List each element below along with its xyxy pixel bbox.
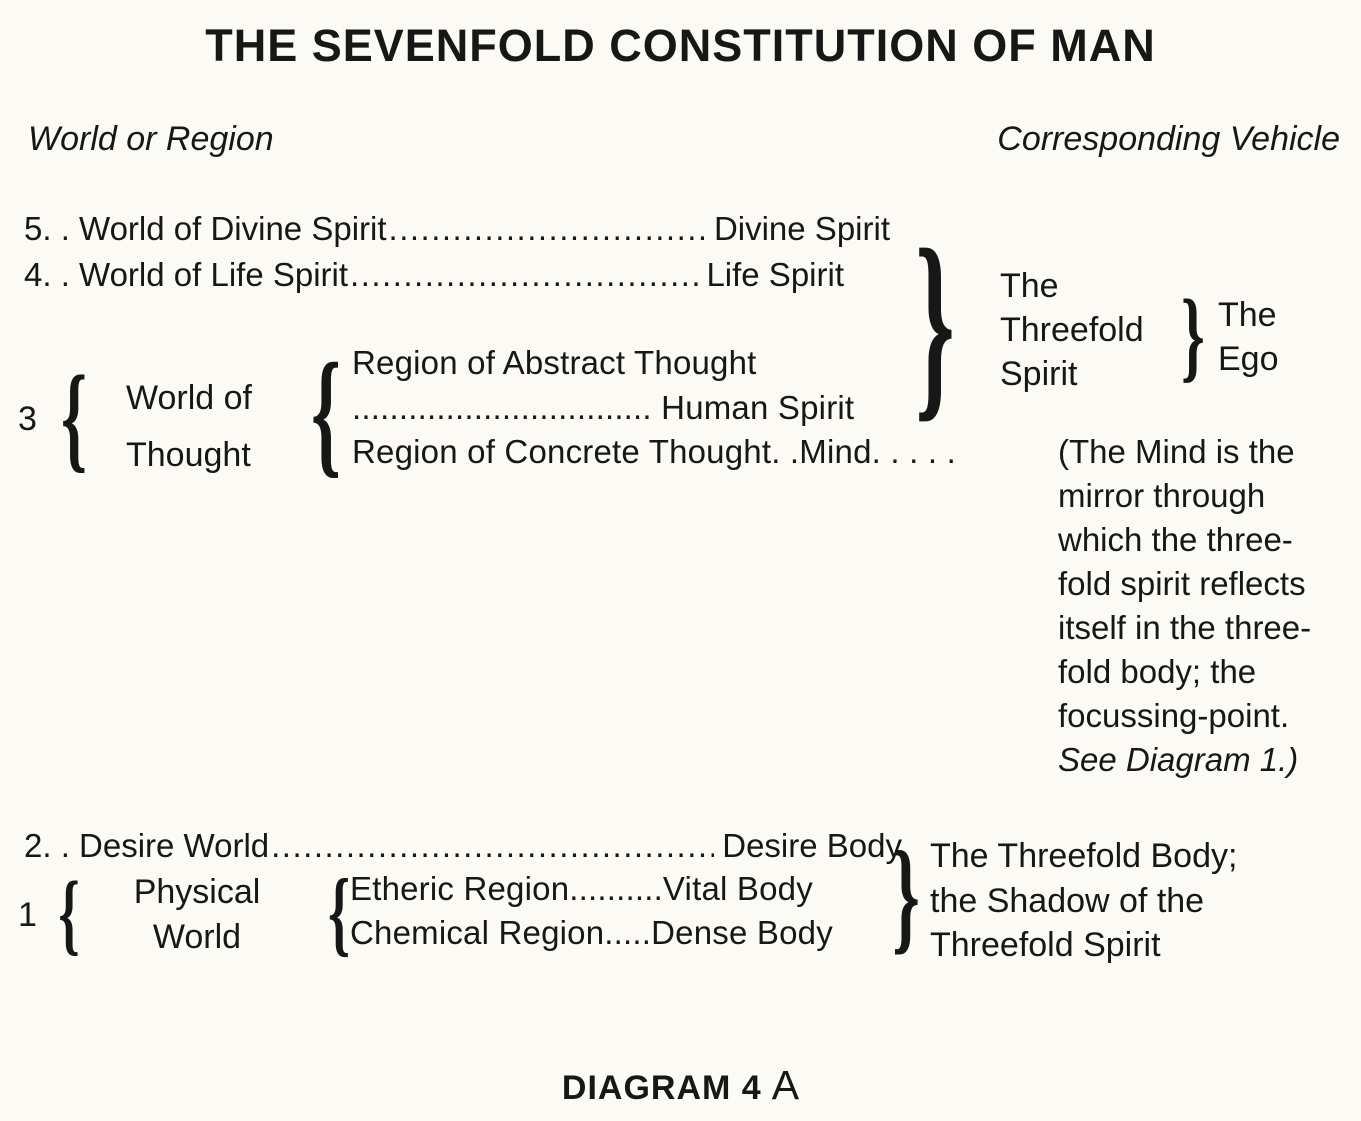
threefold-spirit-brace: } <box>903 213 967 435</box>
left-brace-icon: { <box>60 352 87 484</box>
mind-annotation-text: (The Mind is the mirror through which th… <box>1058 433 1312 734</box>
region-of-abstract-thought-line: Region of Abstract Thought <box>352 344 757 381</box>
the-ego-label: The Ego <box>1218 296 1279 378</box>
ego-brace: } <box>1174 281 1212 389</box>
region-of-concrete-thought-line: Region of Concrete Thought. .Mind. . . .… <box>352 433 956 470</box>
row-vehicle: Desire Body <box>722 827 902 864</box>
column-header-corresponding-vehicle: Corresponding Vehicle <box>997 120 1340 158</box>
dot-leader: ........................................… <box>350 256 698 293</box>
group3-outer-brace: { <box>50 358 98 480</box>
row-label: 2. . Desire World <box>24 827 270 864</box>
group-number-1: 1 <box>18 896 37 934</box>
row-label: 4. . World of Life Spirit <box>24 256 349 293</box>
row-desire-world: 2. . Desire World ......................… <box>24 827 902 865</box>
world-of-thought-label: World of Thought <box>126 379 252 474</box>
diagram-caption-label: DIAGRAM 4 <box>561 1069 762 1107</box>
group-number-3: 3 <box>18 400 37 438</box>
right-brace-icon: } <box>1181 278 1205 392</box>
group1-outer-brace: { <box>50 866 88 962</box>
etheric-region-line: Etheric Region..........Vital Body <box>350 870 813 907</box>
left-brace-icon: { <box>311 335 341 491</box>
right-brace-icon: } <box>915 206 955 440</box>
diagram-caption-suffix: A <box>771 1062 800 1108</box>
mind-annotation-reference: See Diagram 1.) <box>1058 741 1299 778</box>
row-vehicle: Divine Spirit <box>713 210 890 247</box>
threefold-body-label: The Threefold Body; the Shadow of the Th… <box>930 837 1238 964</box>
group3-inner-brace: { <box>300 340 352 486</box>
physical-world-label: Physical World <box>133 873 261 956</box>
left-brace-icon: { <box>58 863 80 965</box>
row-label: 5. . World of Divine Spirit <box>24 210 387 247</box>
mind-annotation: (The Mind is the mirror through which th… <box>1058 430 1311 782</box>
threefold-spirit-label: The Threefold Spirit <box>1000 267 1144 393</box>
row-world-of-divine-spirit: 5. . World of Divine Spirit ............… <box>24 210 890 248</box>
dot-leader: ........................................… <box>388 210 706 247</box>
page-title: THE SEVENFOLD CONSTITUTION OF MAN <box>205 20 1156 71</box>
chemical-region-line: Chemical Region.....Dense Body <box>350 914 833 951</box>
left-brace-icon: { <box>327 861 351 967</box>
dot-leader: ........................................… <box>271 827 714 864</box>
row-world-of-life-spirit: 4. . World of Life Spirit ..............… <box>24 256 844 294</box>
human-spirit-line: ................................ Human S… <box>352 389 855 426</box>
column-header-world-or-region: World or Region <box>28 120 274 158</box>
row-vehicle: Life Spirit <box>706 256 844 293</box>
